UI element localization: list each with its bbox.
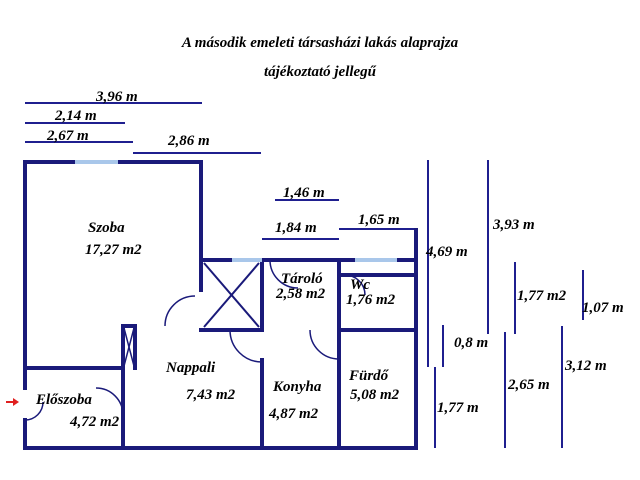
dim-label-3-96: 3,96 m [95,89,138,105]
room-name-eloszoba: Előszoba [35,392,92,408]
room-area-konyha: 4,87 m2 [268,406,319,422]
dimension-lines-top [25,102,414,240]
entry-arrow [6,398,19,406]
windows [75,160,397,262]
room-name-szoba: Szoba [88,220,125,236]
dim-label-1-07: 1,07 m [582,300,624,316]
room-name-nappali: Nappali [165,360,216,376]
room-name-konyha: Konyha [272,379,322,395]
dim-label-1-77-m2: 1,77 m2 [517,288,567,304]
dim-label-0-8: 0,8 m [454,335,488,351]
plan-subtitle: tájékoztató jellegű [263,64,377,80]
door-entry [24,401,44,421]
door-wc [344,274,366,296]
chimney [123,327,135,367]
room-name-wc: Wc [350,277,370,293]
room-name-furdo: Fürdő [348,368,390,384]
door-eloszoba [95,387,124,416]
door-szoba [164,295,196,327]
dim-label-2-65: 2,65 m [507,377,550,393]
dim-label-3-12: 3,12 m [564,358,607,374]
room-area-furdo: 5,08 m2 [350,387,400,403]
room-area-nappali: 7,43 m2 [186,387,236,403]
room-area-wc: 1,76 m2 [346,292,396,308]
dim-label-2-86: 2,86 m [167,133,210,149]
doors [24,259,366,421]
door-konyha [309,329,340,360]
dimension-lines-right [427,160,584,448]
plan-title: A második emeleti társasházi lakás alapr… [181,35,459,51]
dim-label-1-46: 1,46 m [283,185,325,201]
dim-label-3-93: 3,93 m [492,217,535,233]
ventilation-shaft [203,262,260,328]
dim-label-1-65: 1,65 m [358,212,400,228]
room-area-tarolo: 2,58 m2 [275,286,326,302]
room-area-eloszoba: 4,72 m2 [69,414,120,430]
dim-label-1-77: 1,77 m [437,400,479,416]
room-area-szoba: 17,27 m2 [85,242,142,258]
door-tarolo [269,259,299,289]
door-nappali-konyha [229,329,263,363]
dim-label-1-84: 1,84 m [275,220,317,236]
dim-label-2-14: 2,14 m [54,108,97,124]
room-name-tarolo: Tároló [281,271,323,287]
dim-label-4-69: 4,69 m [425,244,468,260]
dim-label-2-67: 2,67 m [46,128,89,144]
